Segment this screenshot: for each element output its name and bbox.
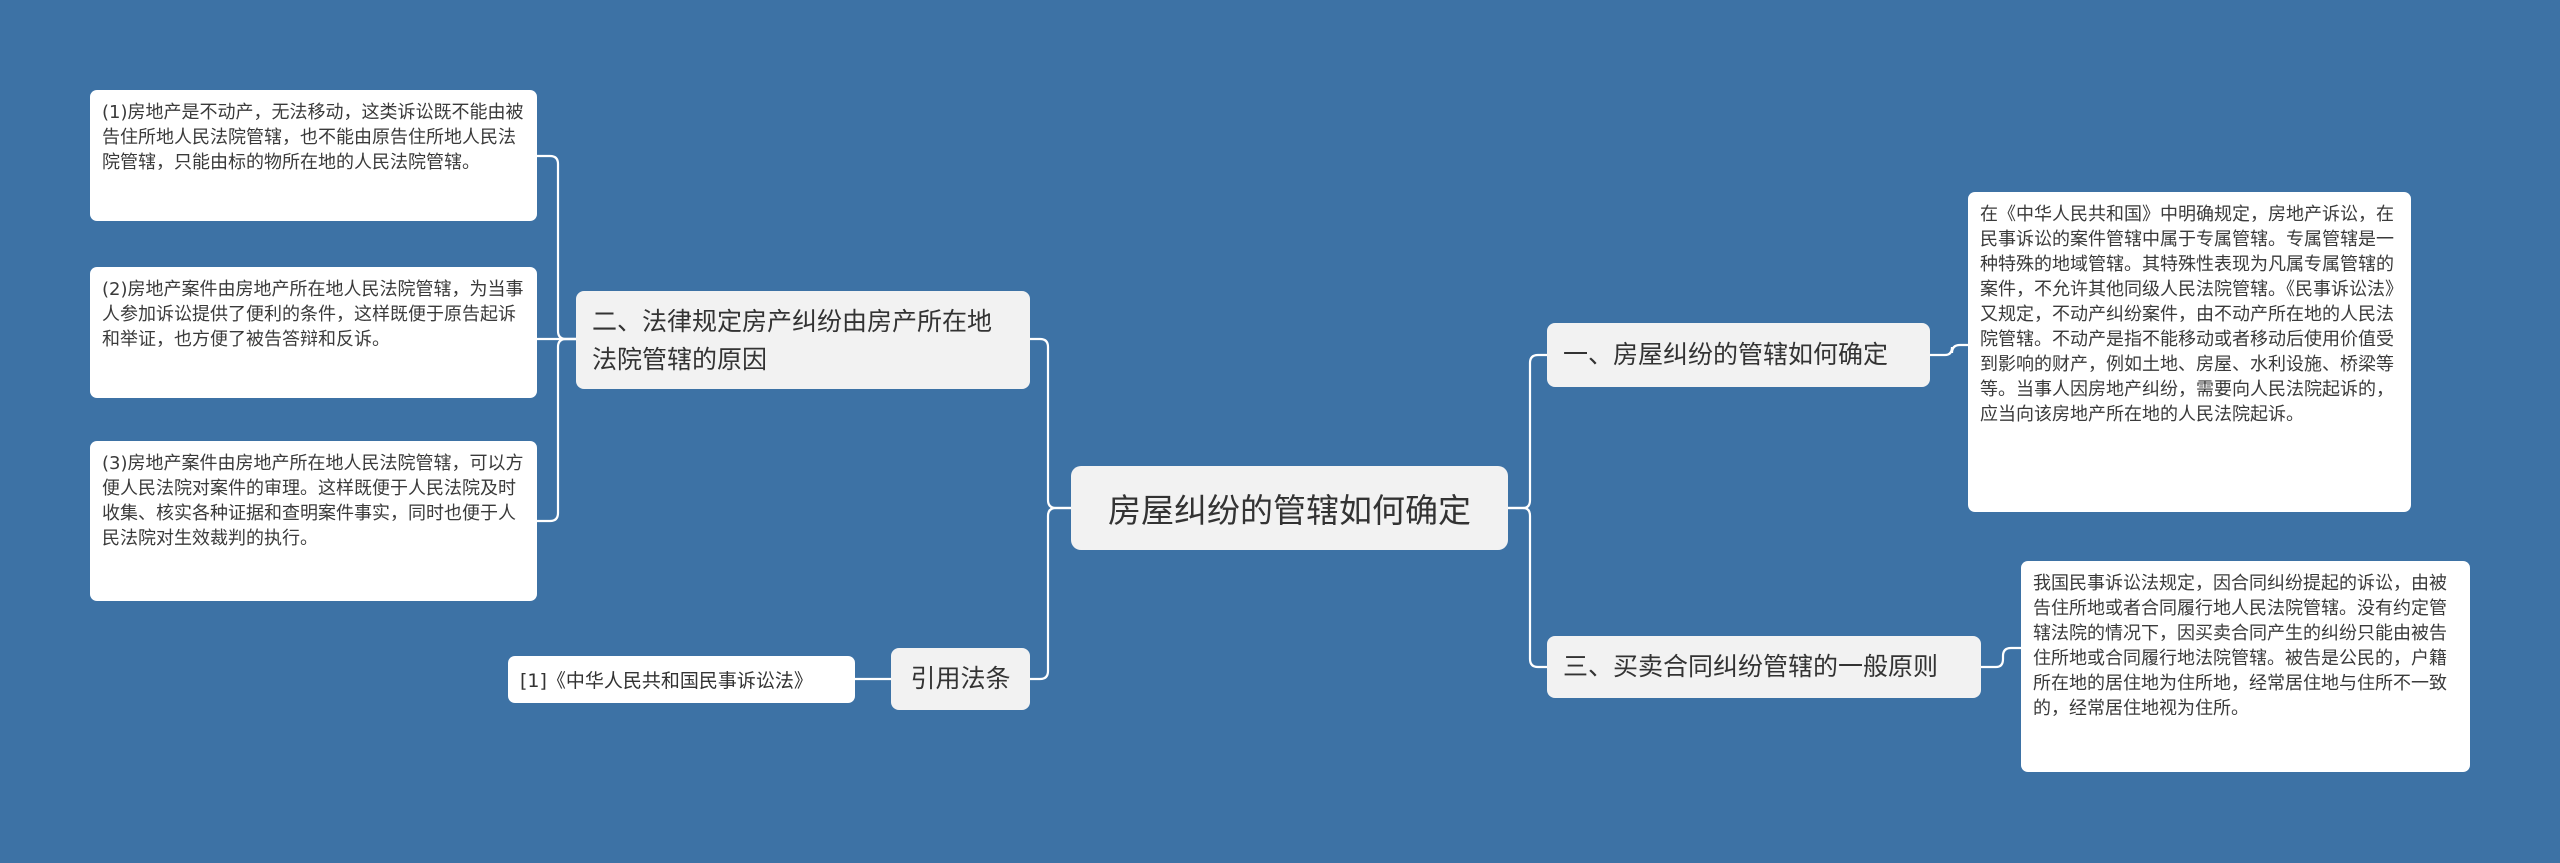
note-reason-2[interactable]: (2)房地产案件由房地产所在地人民法院管辖，为当事人参加诉讼提供了便利的条件，这… [90,267,537,398]
note-reason-3[interactable]: (3)房地产案件由房地产所在地人民法院管辖，可以方便人民法院对案件的审理。这样既… [90,441,537,601]
branch-cited-laws-label: 引用法条 [910,664,1011,693]
note-cited-law-text: [1]《中华人民共和国民事诉讼法》 [520,670,813,692]
note-reason-2-text: (2)房地产案件由房地产所在地人民法院管辖，为当事人参加诉讼提供了便利的条件，这… [102,279,524,350]
note-reason-1-text: (1)房地产是不动产，无法移动，这类诉讼既不能由被告住所地人民法院管辖，也不能由… [102,102,524,173]
edge-branch1-leaf [1930,343,1968,357]
edge-branch2-leaf3 [537,337,576,523]
edge-root-branch1 [1508,353,1547,510]
root-topic-label: 房屋纠纷的管辖如何确定 [1108,491,1471,530]
root-topic[interactable]: 房屋纠纷的管辖如何确定 [1071,466,1508,550]
branch-jurisdiction-label: 一、房屋纠纷的管辖如何确定 [1563,340,1889,369]
note-reason-3-text: (3)房地产案件由房地产所在地人民法院管辖，可以方便人民法院对案件的审理。这样既… [102,453,524,549]
note-sales-contract-detail-text: 我国民事诉讼法规定，因合同纠纷提起的诉讼，由被告住所地或者合同履行地人民法院管辖… [2033,573,2447,719]
branch-reasons-label: 二、法律规定房产纠纷由房产所在地法院管辖的原因 [592,307,993,374]
note-jurisdiction-detail-text: 在《中华人民共和国》中明确规定，房地产诉讼，在民事诉讼的案件管辖中属于专属管辖。… [1980,204,2394,425]
note-cited-law[interactable]: [1]《中华人民共和国民事诉讼法》 [508,656,855,703]
branch-sales-contract-label: 三、买卖合同纠纷管辖的一般原则 [1563,652,1939,681]
edge-root-branch4 [1030,506,1071,681]
branch-jurisdiction[interactable]: 一、房屋纠纷的管辖如何确定 [1547,323,1930,387]
branch-sales-contract[interactable]: 三、买卖合同纠纷管辖的一般原则 [1547,636,1981,698]
note-jurisdiction-detail[interactable]: 在《中华人民共和国》中明确规定，房地产诉讼，在民事诉讼的案件管辖中属于专属管辖。… [1968,192,2411,512]
note-reason-1[interactable]: (1)房地产是不动产，无法移动，这类诉讼既不能由被告住所地人民法院管辖，也不能由… [90,90,537,221]
branch-reasons[interactable]: 二、法律规定房产纠纷由房产所在地法院管辖的原因 [576,291,1030,389]
edge-branch3-leaf [1981,646,2021,669]
edge-root-branch3 [1508,506,1547,669]
note-sales-contract-detail[interactable]: 我国民事诉讼法规定，因合同纠纷提起的诉讼，由被告住所地或者合同履行地人民法院管辖… [2021,561,2470,772]
branch-cited-laws[interactable]: 引用法条 [891,648,1030,710]
edge-root-branch2 [1030,337,1071,510]
edge-branch2-leaf1 [537,154,576,341]
